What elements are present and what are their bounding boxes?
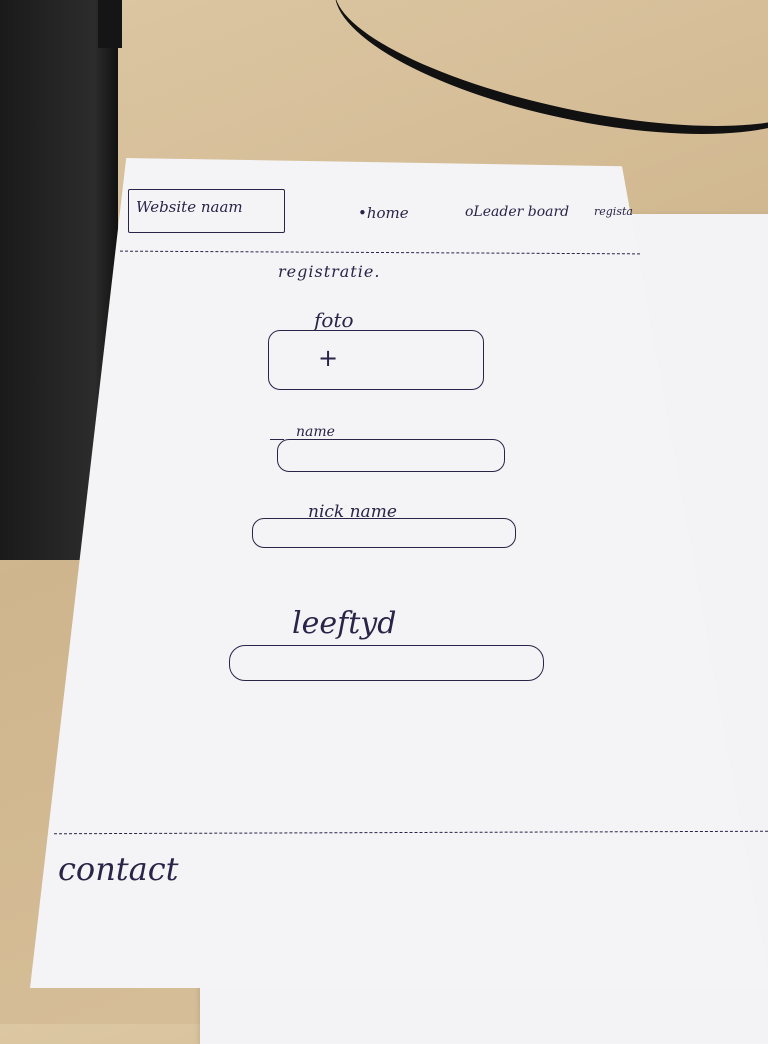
photo-upload-box[interactable]	[268, 330, 484, 390]
brand-box[interactable]	[128, 189, 285, 233]
nav-home[interactable]: •home	[358, 204, 409, 222]
sketch-paper	[30, 158, 768, 988]
name-field[interactable]	[277, 439, 505, 472]
plus-icon[interactable]: +	[318, 344, 339, 372]
brand-label: Website naam	[136, 198, 243, 216]
contact-link[interactable]: contact	[58, 850, 179, 888]
nickname-field[interactable]	[252, 518, 516, 548]
nickname-label: nick name	[308, 502, 397, 522]
cable	[318, 0, 768, 171]
nav-leaderboard[interactable]: oLeader board	[465, 204, 570, 220]
nav-register[interactable]: regista	[594, 205, 633, 218]
name-label: name	[296, 424, 335, 440]
photo-label: foto	[314, 308, 354, 332]
age-label: leeftyd	[292, 606, 397, 641]
monitor-stand	[98, 0, 122, 48]
name-label-stroke	[270, 439, 284, 440]
page-title: registratie.	[278, 262, 381, 281]
age-field[interactable]	[229, 645, 544, 681]
